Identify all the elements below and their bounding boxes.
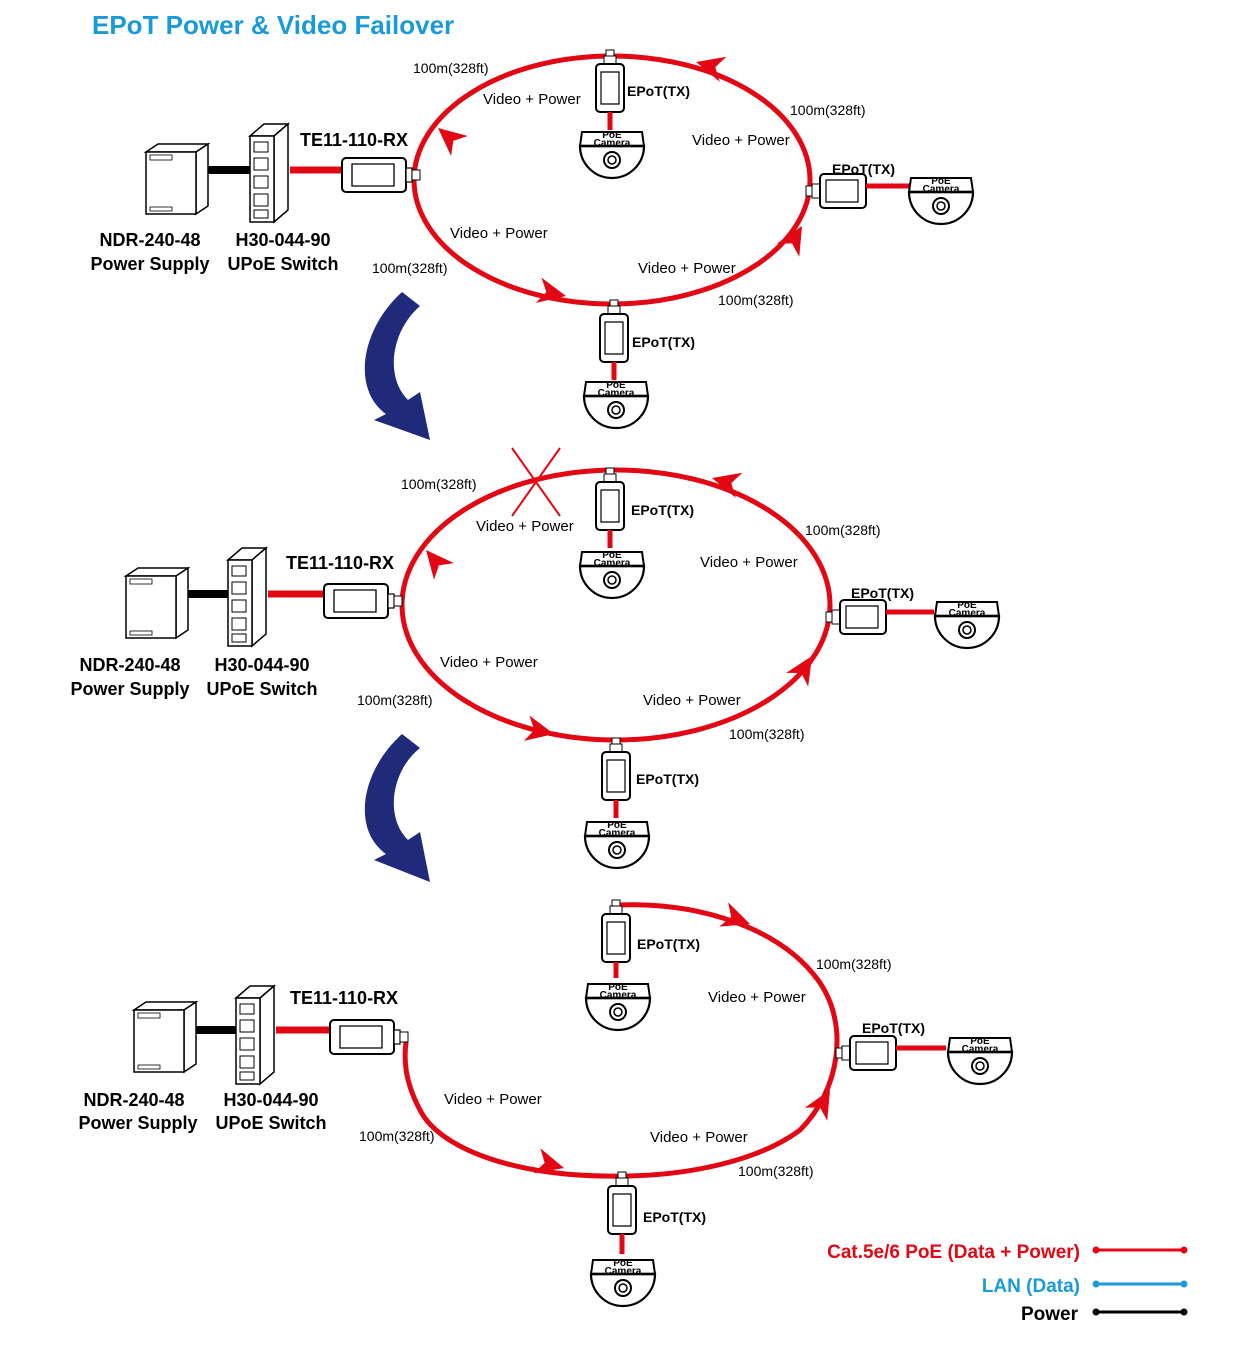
link-label: Video + Power [708,989,806,1006]
legend: Cat.5e/6 PoE (Data + Power) LAN (Data) P… [827,1242,1188,1325]
power-supply-icon [133,1001,197,1073]
tx-box-icon [595,467,625,531]
switch-icon [249,123,289,223]
tx-label: EPoT(TX) [643,1209,706,1225]
scenario-2: TE11-110-RX NDR-240-48 Power Supply H30-… [70,447,1001,870]
camera-tag: Camera [594,558,631,569]
switch-desc: UPoE Switch [215,1113,326,1133]
psu-desc: Power Supply [78,1113,197,1133]
legend-poe-label: Cat.5e/6 PoE (Data + Power) [827,1242,1080,1263]
tx-label: EPoT(TX) [862,1020,925,1036]
switch-icon [235,985,275,1085]
psu-desc: Power Supply [70,679,189,699]
distance-label: 100m(328ft) [738,1163,813,1179]
camera-tag: Camera [949,608,986,619]
link-label: Video + Power [692,132,790,149]
legend-power-label: Power [1021,1304,1079,1325]
distance-label: 100m(328ft) [357,692,432,708]
break-mark [511,447,561,517]
flow-arrow [523,715,557,747]
link-label: Video + Power [476,518,574,535]
camera-tag: Camera [599,828,636,839]
power-supply-icon [125,567,189,639]
tx-box-icon [825,599,887,635]
link-label: Video + Power [450,225,548,242]
rx-label: TE11-110-RX [300,130,408,150]
camera-tag: PoE [613,1258,633,1269]
switch-desc: UPoE Switch [206,679,317,699]
tx-box-icon [607,1171,637,1235]
switch-model: H30-044-90 [235,230,330,250]
tx-label: EPoT(TX) [637,936,700,952]
poe-ring [402,902,840,1179]
link-label: Video + Power [650,1129,748,1146]
camera-tag: PoE [607,820,627,831]
switch-model: H30-044-90 [223,1090,318,1110]
camera-tag: PoE [602,130,622,141]
scenario-1: TE11-110-RX NDR-240-48 Power Supply H30-… [90,49,975,430]
distance-label: 100m(328ft) [729,726,804,742]
link-label: Video + Power [700,554,798,571]
distance-label: 100m(328ft) [816,956,891,972]
legend-lan-label: LAN (Data) [982,1276,1080,1297]
camera-tag: PoE [602,550,622,561]
link-label: Video + Power [444,1091,542,1108]
camera-tag: Camera [600,990,637,1001]
camera-tag: PoE [957,600,977,611]
tx-box-icon [601,737,631,801]
transition-arrow [364,734,430,882]
link-label: Video + Power [483,91,581,108]
camera-tag: PoE [606,380,626,391]
switch-desc: UPoE Switch [227,254,338,274]
power-supply-icon [145,143,209,215]
switch-icon [227,547,267,647]
camera-tag: Camera [598,388,635,399]
tx-label: EPoT(TX) [832,161,895,177]
tx-label: EPoT(TX) [636,771,699,787]
tx-box-icon [601,899,631,963]
distance-label: 100m(328ft) [372,260,447,276]
rx-box-icon [341,157,421,193]
switch-model: H30-044-90 [214,655,309,675]
link-label: Video + Power [643,692,741,709]
rx-box-icon [329,1019,409,1055]
scenario-3: TE11-110-RX NDR-240-48 Power Supply H30-… [78,899,1014,1308]
tx-box-icon [805,173,867,209]
tx-box-icon [595,49,625,113]
camera-tag: Camera [923,184,960,195]
distance-label: 100m(328ft) [413,60,488,76]
rx-label: TE11-110-RX [290,988,398,1008]
transition-arrow [364,292,430,440]
tx-box-icon [835,1035,897,1071]
camera-tag: PoE [931,176,951,187]
camera-tag: Camera [605,1266,642,1277]
psu-model: NDR-240-48 [79,655,180,675]
flow-arrow [535,277,569,309]
distance-label: 100m(328ft) [790,102,865,118]
camera-tag: PoE [970,1036,990,1047]
tx-label: EPoT(TX) [631,502,694,518]
distance-label: 100m(328ft) [359,1128,434,1144]
distance-label: 100m(328ft) [401,476,476,492]
tx-label: EPoT(TX) [851,585,914,601]
link-label: Video + Power [638,260,736,277]
tx-box-icon [599,299,629,363]
distance-label: 100m(328ft) [805,522,880,538]
camera-tag: Camera [594,138,631,149]
psu-desc: Power Supply [90,254,209,274]
distance-label: 100m(328ft) [718,292,793,308]
diagram-title: EPoT Power & Video Failover [92,10,455,40]
psu-model: NDR-240-48 [83,1090,184,1110]
tx-label: EPoT(TX) [632,334,695,350]
link-label: Video + Power [440,654,538,671]
rx-label: TE11-110-RX [286,553,394,573]
psu-model: NDR-240-48 [99,230,200,250]
camera-tag: Camera [962,1044,999,1055]
camera-tag: PoE [608,982,628,993]
tx-label: EPoT(TX) [627,83,690,99]
rx-box-icon [323,583,403,619]
